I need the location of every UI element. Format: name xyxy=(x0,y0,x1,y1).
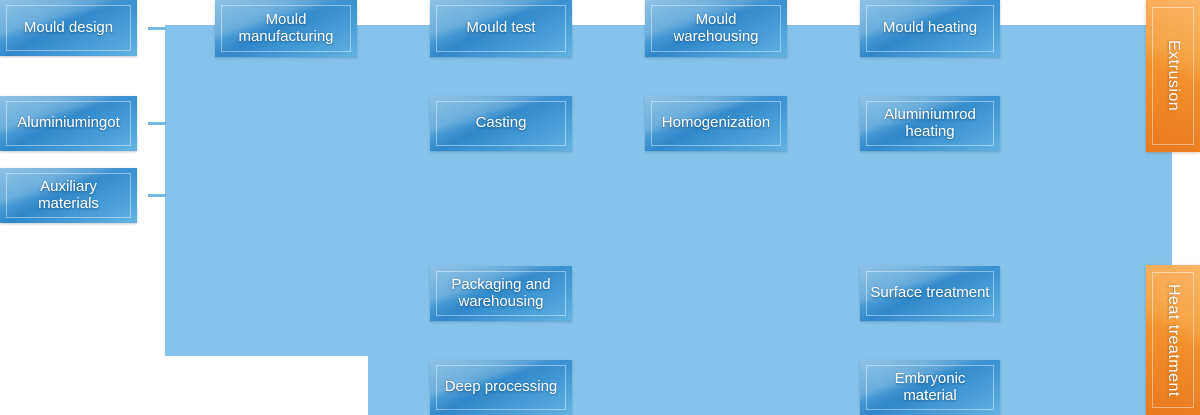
process-node-label: Embryonic material xyxy=(894,369,966,404)
stage-node-heat-treatment[interactable]: Heat treatment xyxy=(1146,265,1200,415)
input-node-label: Mould design xyxy=(23,18,114,36)
process-node-label: Casting xyxy=(475,114,527,132)
stage-node-label: Heat treatment xyxy=(1165,283,1182,397)
connector-mould-design xyxy=(148,27,166,30)
input-node-label: Aluminiumingot xyxy=(17,114,120,132)
connector-auxiliary-materials xyxy=(148,194,166,197)
input-node-auxiliary-materials[interactable]: Auxiliary materials xyxy=(0,168,137,223)
process-node-mould-manufacturing[interactable]: Mould manufacturing xyxy=(215,0,357,57)
process-node-label: Homogenization xyxy=(661,114,771,132)
process-backdrop-main xyxy=(165,25,1172,356)
process-node-homogenization[interactable]: Homogenization xyxy=(645,96,787,151)
process-node-embryonic-material[interactable]: Embryonic material xyxy=(860,360,1000,415)
stage-node-label: Extrusion xyxy=(1165,40,1182,112)
process-node-aluminiumrod-heating[interactable]: Aluminiumrod heating xyxy=(860,96,1000,151)
input-node-mould-design[interactable]: Mould design xyxy=(0,0,137,56)
process-node-surface-treatment[interactable]: Surface treatment xyxy=(860,266,1000,321)
process-node-mould-heating[interactable]: Mould heating xyxy=(860,0,1000,57)
process-node-label: Surface treatment xyxy=(870,284,990,302)
process-node-label: Aluminiumrod heating xyxy=(884,105,976,140)
process-node-packaging-warehousing[interactable]: Packaging and warehousing xyxy=(430,266,572,321)
process-node-label: Packaging and warehousing xyxy=(451,275,551,310)
input-node-label: Auxiliary materials xyxy=(38,177,99,212)
process-node-mould-warehousing[interactable]: Mould warehousing xyxy=(645,0,787,57)
process-node-label: Mould warehousing xyxy=(673,10,759,45)
process-node-mould-test[interactable]: Mould test xyxy=(430,0,572,57)
process-node-label: Mould manufacturing xyxy=(238,10,334,45)
process-node-deep-processing[interactable]: Deep processing xyxy=(430,360,572,415)
stage-node-extrusion[interactable]: Extrusion xyxy=(1146,0,1200,152)
process-node-label: Deep processing xyxy=(444,378,558,396)
process-node-label: Mould heating xyxy=(882,19,978,37)
process-node-casting[interactable]: Casting xyxy=(430,96,572,151)
process-node-label: Mould test xyxy=(466,19,536,37)
connector-aluminium-ingot xyxy=(148,122,166,125)
input-node-aluminium-ingot[interactable]: Aluminiumingot xyxy=(0,96,137,151)
